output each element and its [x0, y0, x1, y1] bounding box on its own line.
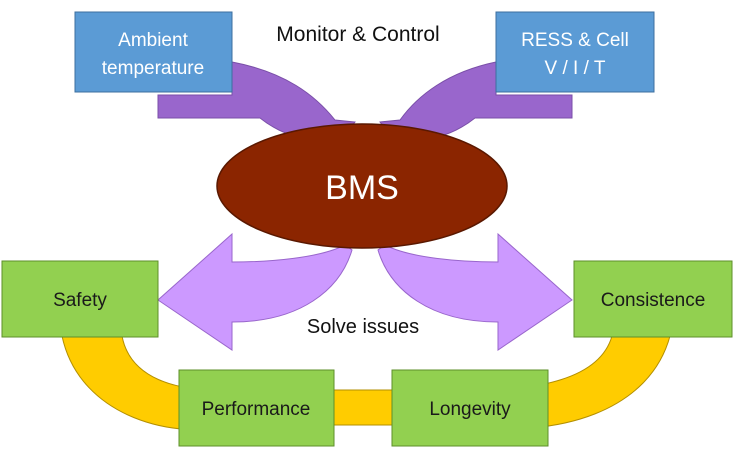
solve-issues-caption: Solve issues — [307, 316, 419, 338]
ress-cell-box — [495, 11, 655, 93]
safety-label: Safety — [53, 290, 107, 311]
bms-ellipse — [216, 123, 508, 249]
monitor-control-caption: Monitor & Control — [276, 23, 439, 46]
performance-label: Performance — [202, 399, 311, 420]
connection-ring — [61, 335, 671, 431]
consistence-box — [573, 260, 733, 338]
arrow-ambient-to-bms — [157, 61, 356, 141]
bms-label: BMS — [325, 169, 399, 207]
safety-box — [1, 260, 159, 338]
ambient-temperature-label-line1: Ambient — [118, 30, 188, 51]
arrow-bms-to-safety — [157, 232, 353, 351]
ambient-temperature-box — [74, 11, 233, 93]
longevity-box — [391, 369, 549, 447]
consistence-label: Consistence — [601, 290, 706, 311]
ambient-temperature-label-line2: temperature — [102, 58, 204, 79]
arrow-bms-to-consistence — [377, 232, 573, 351]
ress-cell-label-line1: RESS & Cell — [521, 30, 629, 51]
longevity-label: Longevity — [429, 399, 511, 420]
ress-cell-label-line2: V / I / T — [545, 58, 606, 79]
performance-box — [178, 369, 335, 447]
